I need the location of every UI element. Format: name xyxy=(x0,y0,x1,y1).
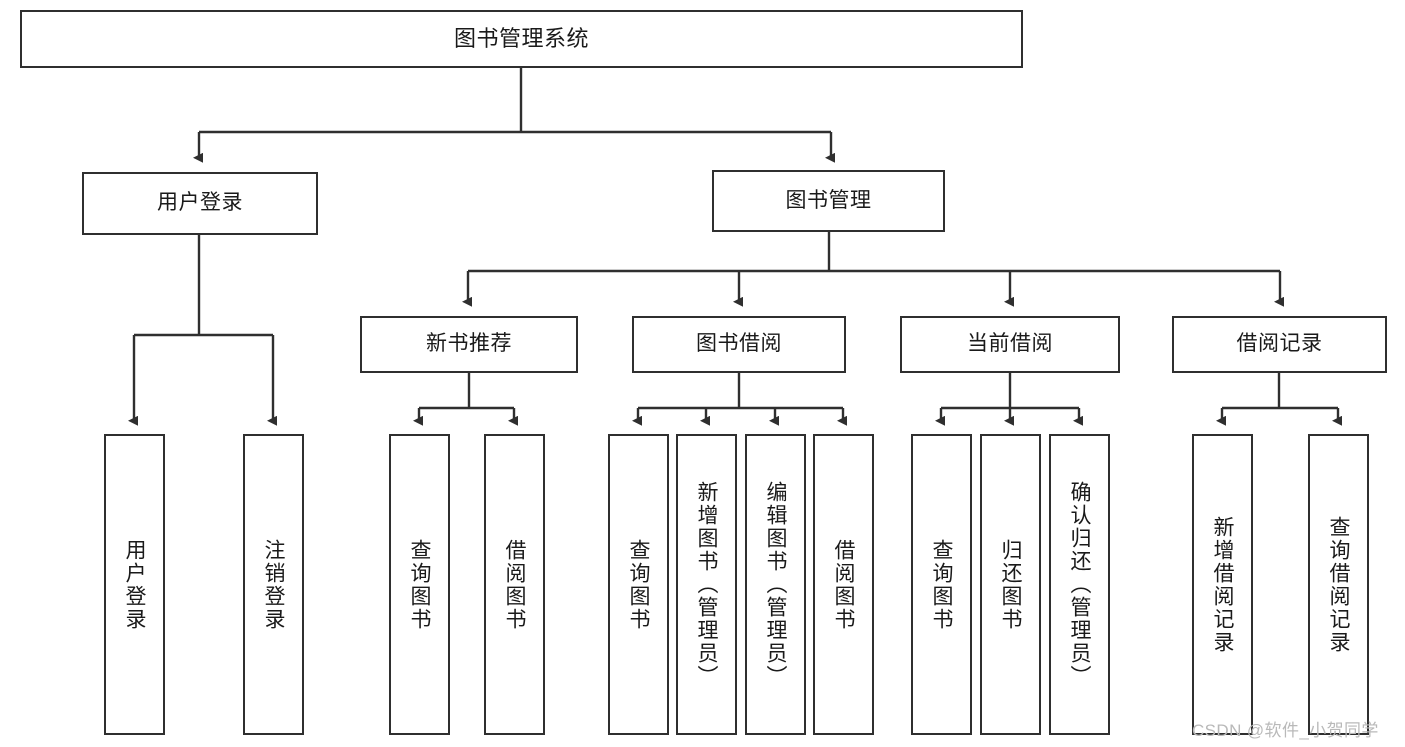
node-borrow-record-label: 借阅记录 xyxy=(1236,332,1323,356)
node-book-borrow-label: 图书借阅 xyxy=(696,332,782,356)
node-book-manage[interactable]: 图书管理 xyxy=(712,170,945,232)
node-current-borrow-label: 当前借阅 xyxy=(967,332,1053,356)
node-leaf-borrow-book-2-label: 借阅图书 xyxy=(832,538,855,631)
node-book-manage-label: 图书管理 xyxy=(785,188,872,212)
node-leaf-query-book-1[interactable]: 查询图书 xyxy=(389,434,450,735)
node-leaf-edit-book[interactable]: 编辑图书（管理员） xyxy=(745,434,806,735)
node-borrow-record[interactable]: 借阅记录 xyxy=(1172,316,1387,373)
node-leaf-query-record[interactable]: 查询借阅记录 xyxy=(1308,434,1369,735)
node-leaf-logout-label: 注销登录 xyxy=(262,538,285,631)
node-leaf-query-record-label: 查询借阅记录 xyxy=(1327,515,1350,654)
node-leaf-confirm-return[interactable]: 确认归还（管理员） xyxy=(1049,434,1110,735)
node-leaf-user-login-label: 用户登录 xyxy=(123,538,146,631)
node-leaf-add-book[interactable]: 新增图书（管理员） xyxy=(676,434,737,735)
node-leaf-query-book-1-label: 查询图书 xyxy=(408,538,431,631)
node-leaf-query-book-3-label: 查询图书 xyxy=(930,538,953,631)
node-leaf-user-login[interactable]: 用户登录 xyxy=(104,434,165,735)
node-leaf-add-book-label: 新增图书（管理员） xyxy=(695,481,718,688)
csdn-watermark: CSDN @软件_小贺同学 xyxy=(1192,721,1379,740)
node-leaf-return-book[interactable]: 归还图书 xyxy=(980,434,1041,735)
node-leaf-query-book-2-label: 查询图书 xyxy=(627,538,650,631)
node-root[interactable]: 图书管理系统 xyxy=(20,10,1023,68)
node-leaf-borrow-book-1[interactable]: 借阅图书 xyxy=(484,434,545,735)
node-leaf-add-record[interactable]: 新增借阅记录 xyxy=(1192,434,1253,735)
node-leaf-query-book-2[interactable]: 查询图书 xyxy=(608,434,669,735)
node-leaf-borrow-book-2[interactable]: 借阅图书 xyxy=(813,434,874,735)
node-leaf-edit-book-label: 编辑图书（管理员） xyxy=(764,481,787,688)
node-leaf-query-book-3[interactable]: 查询图书 xyxy=(911,434,972,735)
node-user-login-label: 用户登录 xyxy=(157,191,243,215)
node-root-label: 图书管理系统 xyxy=(453,26,589,52)
node-leaf-confirm-return-label: 确认归还（管理员） xyxy=(1068,481,1091,688)
node-current-borrow[interactable]: 当前借阅 xyxy=(900,316,1120,373)
node-user-login[interactable]: 用户登录 xyxy=(82,172,318,235)
node-new-book-rec[interactable]: 新书推荐 xyxy=(360,316,578,373)
node-book-borrow[interactable]: 图书借阅 xyxy=(632,316,846,373)
node-leaf-return-book-label: 归还图书 xyxy=(999,538,1022,631)
node-leaf-add-record-label: 新增借阅记录 xyxy=(1211,515,1234,654)
node-leaf-borrow-book-1-label: 借阅图书 xyxy=(503,538,526,631)
node-leaf-logout[interactable]: 注销登录 xyxy=(243,434,304,735)
node-new-book-rec-label: 新书推荐 xyxy=(426,332,512,356)
